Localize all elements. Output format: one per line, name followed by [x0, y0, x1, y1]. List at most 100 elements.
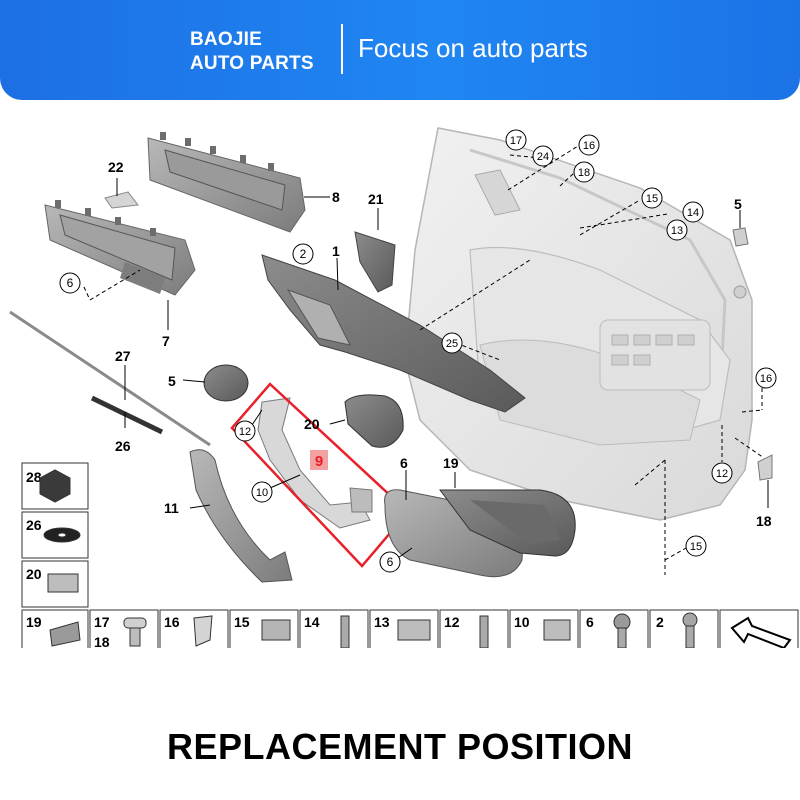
svg-text:17: 17	[94, 614, 110, 630]
highlight-label-bg	[310, 450, 328, 470]
callout-21: 18	[756, 513, 772, 529]
clip-icon-19	[49, 621, 81, 647]
trim-part-7	[44, 200, 196, 296]
svg-text:14: 14	[304, 614, 320, 630]
circled-callout-16: 16	[755, 367, 777, 389]
clip-part-21	[757, 454, 773, 481]
svg-text:12: 12	[239, 426, 251, 438]
fastener-legend-labels: 28 26 20 19 17 18 16 15 14 13 12 10 6 2	[26, 469, 664, 648]
svg-text:18: 18	[94, 634, 110, 648]
handle-part-11	[189, 449, 293, 583]
svg-text:12: 12	[444, 614, 460, 630]
svg-text:10: 10	[256, 487, 268, 499]
brand-line-1: BAOJIE	[190, 29, 262, 50]
circled-callout-2: 2	[292, 243, 314, 265]
circled-callout-6-top: 6	[59, 272, 81, 294]
circled-callout-18: 16	[578, 134, 600, 156]
callout-labels: 22 8 21 1 7 27 5 20 26 6 19 11 5 18	[108, 159, 772, 529]
callout-4: 5	[734, 196, 742, 212]
callout-25: 22	[108, 159, 124, 175]
brand-line-2: AUTO PARTS	[190, 53, 314, 74]
svg-text:15: 15	[646, 193, 658, 205]
parts-diagram: 22 8 21 1 7 27 5 20 26 6 19 11 5 18 2 6 …	[9, 127, 799, 648]
strip-part-27	[90, 395, 164, 435]
brand-logo: BAOJIE AUTO PARTS	[190, 28, 314, 76]
circled-callout-6-bottom: 6	[379, 551, 401, 573]
clip-part-25	[104, 191, 139, 209]
footer	[0, 648, 800, 800]
clip-icon-13	[397, 619, 431, 641]
svg-text:12: 12	[716, 468, 728, 480]
callout-5: 6	[400, 455, 408, 471]
svg-text:6: 6	[67, 276, 74, 290]
hex-nut-icon	[39, 469, 71, 503]
callout-22: 19	[443, 455, 459, 471]
header-tagline: Focus on auto parts	[358, 33, 588, 63]
callout-3: 5	[168, 373, 176, 389]
svg-text:25: 25	[446, 338, 458, 350]
callout-29: 27	[115, 348, 131, 364]
svg-text:6: 6	[387, 555, 394, 569]
nut-clip-icon	[261, 619, 291, 641]
armrest-part-1	[261, 254, 526, 413]
header-divider	[341, 24, 343, 74]
svg-text:10: 10	[514, 614, 530, 630]
svg-text:15: 15	[690, 541, 702, 553]
highlight-label-9: 9	[315, 453, 323, 470]
svg-text:2: 2	[300, 247, 307, 261]
circled-callout-13: 13	[666, 219, 688, 241]
svg-text:13: 13	[374, 614, 390, 630]
circled-callout-14: 14	[682, 201, 704, 223]
circled-callout-19: 17	[505, 129, 527, 151]
circled-callout-26: 25	[441, 332, 463, 354]
callout-8: 8	[332, 189, 340, 205]
svg-text:14: 14	[687, 207, 699, 219]
part-3	[203, 364, 249, 402]
header-banner: BAOJIE AUTO PARTS Focus on auto parts	[0, 0, 800, 100]
svg-text:24: 24	[537, 151, 549, 163]
circled-callout-12-left: 12	[234, 420, 256, 442]
circled-callouts: 2 6 12 10 6 25 17 24 16 18 15 14 13 16 1…	[59, 129, 777, 573]
circled-callout-28: 24	[532, 145, 554, 167]
svg-text:19: 19	[26, 614, 42, 630]
svg-text:18: 18	[578, 167, 590, 179]
svg-text:2: 2	[656, 614, 664, 630]
door-panel	[404, 127, 753, 521]
callout-23: 20	[304, 416, 320, 432]
callout-27: 26	[115, 438, 131, 454]
svg-text:28: 28	[26, 469, 42, 485]
strip-part-29	[9, 310, 211, 447]
fastener-icons	[39, 469, 792, 648]
clip-icon-10	[543, 619, 571, 641]
circled-callout-17: 15	[641, 187, 663, 209]
screw-icon-2	[682, 612, 698, 628]
circled-callout-10: 10	[251, 481, 273, 503]
svg-text:26: 26	[26, 517, 42, 533]
handle-bracket-part-9	[257, 397, 373, 529]
replacement-position-title: REPLACEMENT POSITION	[166, 726, 634, 767]
circled-callout-12-right: 12	[711, 462, 733, 484]
svg-text:13: 13	[671, 225, 683, 237]
circled-callout-15: 15	[685, 535, 707, 557]
trim-part-8	[147, 132, 306, 233]
part-23	[344, 394, 404, 448]
svg-text:20: 20	[26, 566, 42, 582]
screw-icon-14	[340, 615, 350, 648]
callout-1: 1	[332, 243, 340, 259]
circled-callout-20: 18	[573, 161, 595, 183]
part-24	[354, 231, 396, 293]
svg-text:16: 16	[164, 614, 180, 630]
callout-11: 11	[164, 500, 179, 516]
svg-text:6: 6	[586, 614, 594, 630]
arrow-icon	[730, 616, 792, 648]
svg-text:15: 15	[234, 614, 250, 630]
push-pin-icon	[123, 617, 147, 629]
svg-text:17: 17	[510, 135, 522, 147]
expansion-clip-icon	[193, 615, 213, 647]
clip-icon	[47, 573, 79, 593]
callout-7: 7	[162, 333, 170, 349]
screw-icon-12	[479, 615, 489, 648]
clip-part-4	[732, 227, 749, 247]
svg-text:16: 16	[583, 140, 595, 152]
svg-text:16: 16	[760, 373, 772, 385]
